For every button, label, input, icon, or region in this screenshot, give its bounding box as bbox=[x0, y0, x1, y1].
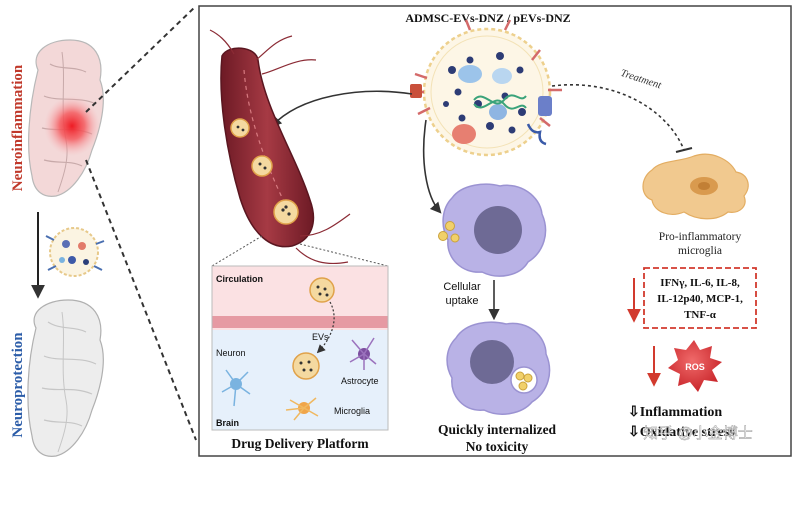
pro-inflammatory-microglia-cell bbox=[642, 153, 749, 220]
left-panel: Neuroinflammation Neuroprotection bbox=[10, 39, 105, 457]
ros-label: ROS bbox=[685, 362, 705, 372]
uptake-caption-2: No toxicity bbox=[466, 439, 529, 454]
evs-label: EVs bbox=[312, 332, 329, 342]
uptake-caption-1: Quickly internalized bbox=[438, 422, 557, 437]
cell-before-uptake bbox=[438, 183, 547, 277]
astrocyte-label: Astrocyte bbox=[341, 376, 379, 386]
watermark: 知乎 @小金博士 bbox=[643, 425, 752, 442]
vessel-inset-panel bbox=[211, 265, 389, 431]
zoom-line-top bbox=[85, 5, 197, 113]
microglia-label-2: microglia bbox=[678, 245, 722, 257]
treatment-inhibit-bar bbox=[675, 147, 693, 153]
panel-title: ADMSC-EVs-DNZ / pEVs-DNZ bbox=[405, 11, 570, 25]
neuroinflammation-label: Neuroinflammation bbox=[10, 64, 26, 191]
drug-delivery-caption: Drug Delivery Platform bbox=[231, 436, 369, 451]
blood-vessel-illustration bbox=[209, 29, 351, 265]
zoom-line-bottom bbox=[85, 159, 197, 441]
ev-mini-illustration bbox=[45, 227, 105, 277]
cytokine-line-3: TNF-α bbox=[684, 309, 717, 321]
inset-zoom-line-right bbox=[299, 243, 389, 267]
outcome-oxidative-stress: ⇩Oxidative stress bbox=[628, 425, 735, 440]
arrow-to-vessel bbox=[270, 90, 413, 128]
inset-zoom-line-left bbox=[211, 235, 263, 267]
brain-label: Brain bbox=[216, 418, 239, 428]
outcome-inflammation: ⇩Inflammation bbox=[628, 405, 722, 420]
central-ev-illustration bbox=[410, 19, 562, 157]
cytokine-box bbox=[643, 267, 757, 329]
inflamed-brain-illustration bbox=[28, 39, 104, 197]
cytokine-line-1: IFNγ, IL-6, IL-8, bbox=[660, 277, 740, 289]
microglia-inset-label: Microglia bbox=[334, 406, 370, 416]
microglia-label-1: Pro-inflammatory bbox=[659, 231, 742, 243]
neuroprotection-label: Neuroprotection bbox=[10, 332, 26, 438]
circulation-label: Circulation bbox=[216, 274, 263, 284]
neuron-label: Neuron bbox=[216, 348, 246, 358]
treatment-arrow bbox=[551, 84, 685, 151]
cellular-uptake-label-2: uptake bbox=[445, 295, 478, 307]
cellular-uptake-label-1: Cellular bbox=[443, 281, 481, 293]
ros-burst-icon: ROS bbox=[668, 340, 722, 392]
arrow-to-cell bbox=[422, 119, 442, 214]
cell-after-uptake bbox=[446, 321, 551, 415]
protected-brain-illustration bbox=[27, 299, 104, 457]
cytokine-line-2: IL-12p40, MCP-1, bbox=[657, 293, 743, 305]
